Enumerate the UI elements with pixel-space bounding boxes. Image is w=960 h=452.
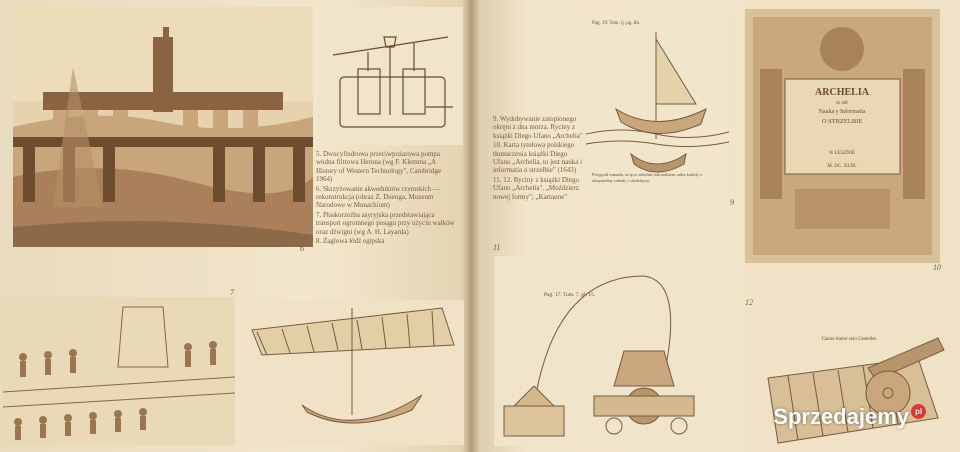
caption-11-12: 11. 12. Ryciny z książki Diego Ufano „Ar… — [493, 175, 579, 201]
plate-9-caption: Przygodi tomadu, ta ię w urkohin fokomtk… — [592, 172, 703, 183]
plate-7-number: 7 — [230, 288, 234, 297]
caption-5: 5. Dwucylindrowa przeciwpożarowa pompa w… — [316, 150, 441, 184]
plate-assyrian-relief — [3, 297, 235, 445]
watermark-text: Sprzedajemy — [773, 404, 909, 429]
plate-9-header: Pag. 19. Tom. ij. pg. 84. — [592, 21, 640, 26]
plate-6-number: 6 — [300, 244, 304, 253]
plate-mortar: Pag. 17. Tom. 7. pl. 15. — [494, 256, 736, 446]
title-subtitle-1: to ieſt — [836, 101, 848, 106]
title-city: W LESZNIE — [829, 151, 855, 156]
caption-10: 10. Karta tytułowa polskiego tłumaczenia… — [493, 141, 583, 175]
plate-aqueduct — [13, 7, 313, 247]
plate-cannon: Canon hinter sein Gestelles — [748, 308, 950, 448]
plate-11-header: Pag. 17. Tom. 7. pl. 15. — [544, 292, 596, 298]
caption-6: 6. Skrzyżowanie akweduktów rzymskich — r… — [316, 184, 440, 210]
plate-11-number: 11 — [493, 243, 501, 252]
watermark-badge: pl — [911, 404, 926, 419]
title-subtitle-2: Nauka y Informatia — [819, 108, 866, 115]
plate-9-number: 9 — [730, 198, 734, 207]
book-gutter — [462, 0, 480, 452]
plate-heron-pump — [318, 7, 463, 145]
plate-title-page: ARCHELIA to ieſt Nauka y Informatia O ST… — [745, 9, 940, 263]
plate-10-number: 10 — [933, 263, 941, 272]
caption-7: 7. Płaskorzeźba asyryjska przedstawiając… — [316, 210, 455, 236]
plate-12-header: Canon hinter sein Gestelles — [822, 337, 877, 342]
title-subtitle-3: O STRZELBIE — [822, 118, 863, 125]
plate-ship-salvage: Pag. 19. Tom. ij. pg. 84. Przygodi tomad… — [586, 14, 729, 202]
plate-12-number: 12 — [745, 298, 753, 307]
title-archelia: ARCHELIA — [815, 87, 870, 98]
caption-9: 9. Wydobywanie zatopionego okrętu z dna … — [493, 115, 583, 140]
left-captions: 5. Dwucylindrowa przeciwpożarowa pompa w… — [316, 150, 456, 246]
right-captions: 9. Wydobywanie zatopionego okrętu z dna … — [493, 115, 585, 202]
caption-8: 8. Żaglowa łódź egipska — [316, 237, 385, 246]
plate-egyptian-boat — [242, 300, 464, 445]
title-year: M. DC. XLIII. — [827, 164, 856, 169]
